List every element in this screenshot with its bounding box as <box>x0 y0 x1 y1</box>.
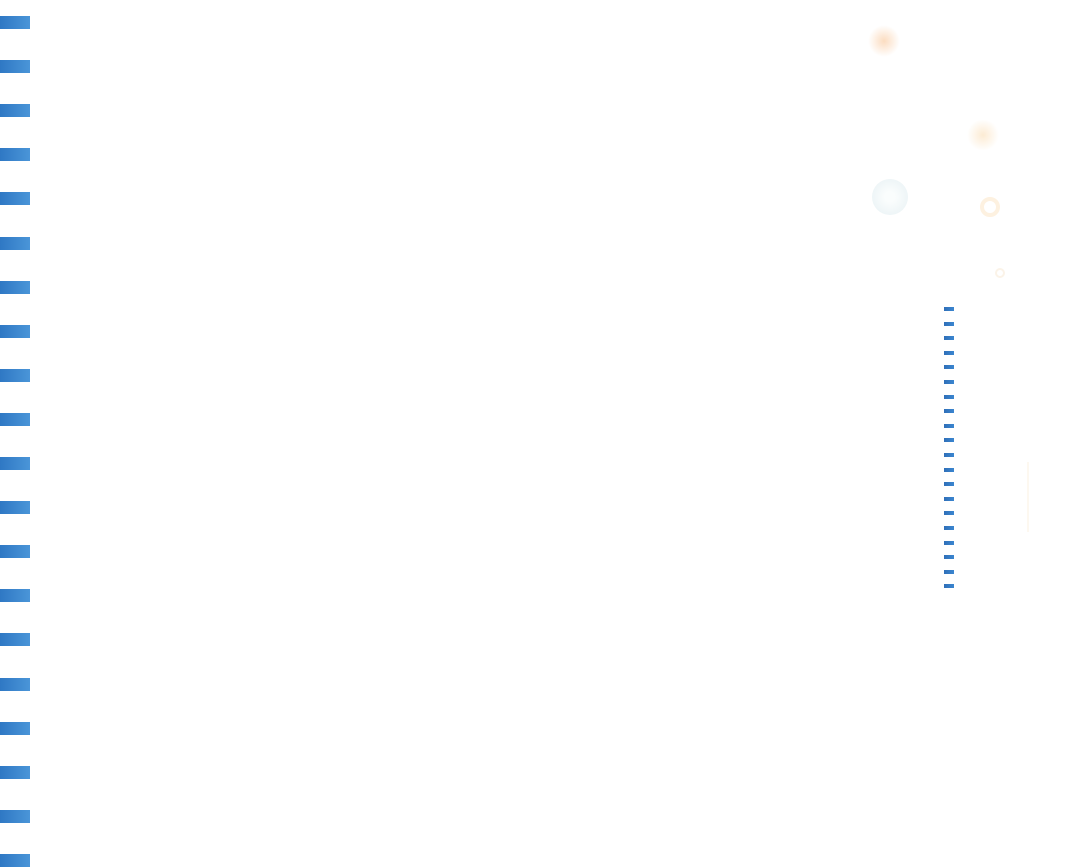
orange-glow-decoration <box>966 120 1000 150</box>
right-bar <box>944 438 954 443</box>
left-bar <box>0 501 30 515</box>
right-bar <box>944 321 954 326</box>
orange-glow-decoration <box>868 25 900 57</box>
left-bar <box>0 236 30 250</box>
right-bar <box>944 350 954 355</box>
right-bar <box>944 482 954 487</box>
left-bar <box>0 368 30 382</box>
right-bar <box>944 307 954 311</box>
right-bar <box>944 584 954 589</box>
right-bar <box>944 453 954 457</box>
right-bar <box>944 526 954 530</box>
right-bar <box>944 511 954 516</box>
left-bar <box>0 589 30 603</box>
left-bar <box>0 280 30 294</box>
left-bar <box>0 324 30 338</box>
right-bar <box>944 467 954 472</box>
left-bar <box>0 192 30 206</box>
right-bar <box>944 394 954 399</box>
right-bar <box>944 409 954 414</box>
left-bar <box>0 16 30 29</box>
ring-decoration <box>980 197 1000 217</box>
left-bar <box>0 412 30 426</box>
left-bar <box>0 457 30 470</box>
right-bar <box>944 365 954 370</box>
blue-glow-decoration <box>872 179 908 215</box>
right-bar <box>944 569 954 574</box>
left-bar <box>0 60 30 74</box>
left-bar <box>0 853 30 867</box>
right-bar <box>944 555 954 560</box>
left-bar <box>0 721 30 735</box>
left-bar <box>0 677 30 691</box>
right-bar <box>944 336 954 341</box>
left-bar <box>0 809 30 823</box>
right-bar <box>944 496 954 501</box>
right-bar <box>944 380 954 384</box>
left-bar <box>0 633 30 647</box>
left-bar <box>0 545 30 559</box>
right-bar <box>944 540 954 545</box>
left-bar <box>0 104 30 118</box>
left-bar <box>0 765 30 779</box>
vertical-line-decoration <box>1027 462 1029 532</box>
right-bar <box>944 423 954 428</box>
left-bar <box>0 148 30 162</box>
ring-decoration <box>995 268 1005 278</box>
